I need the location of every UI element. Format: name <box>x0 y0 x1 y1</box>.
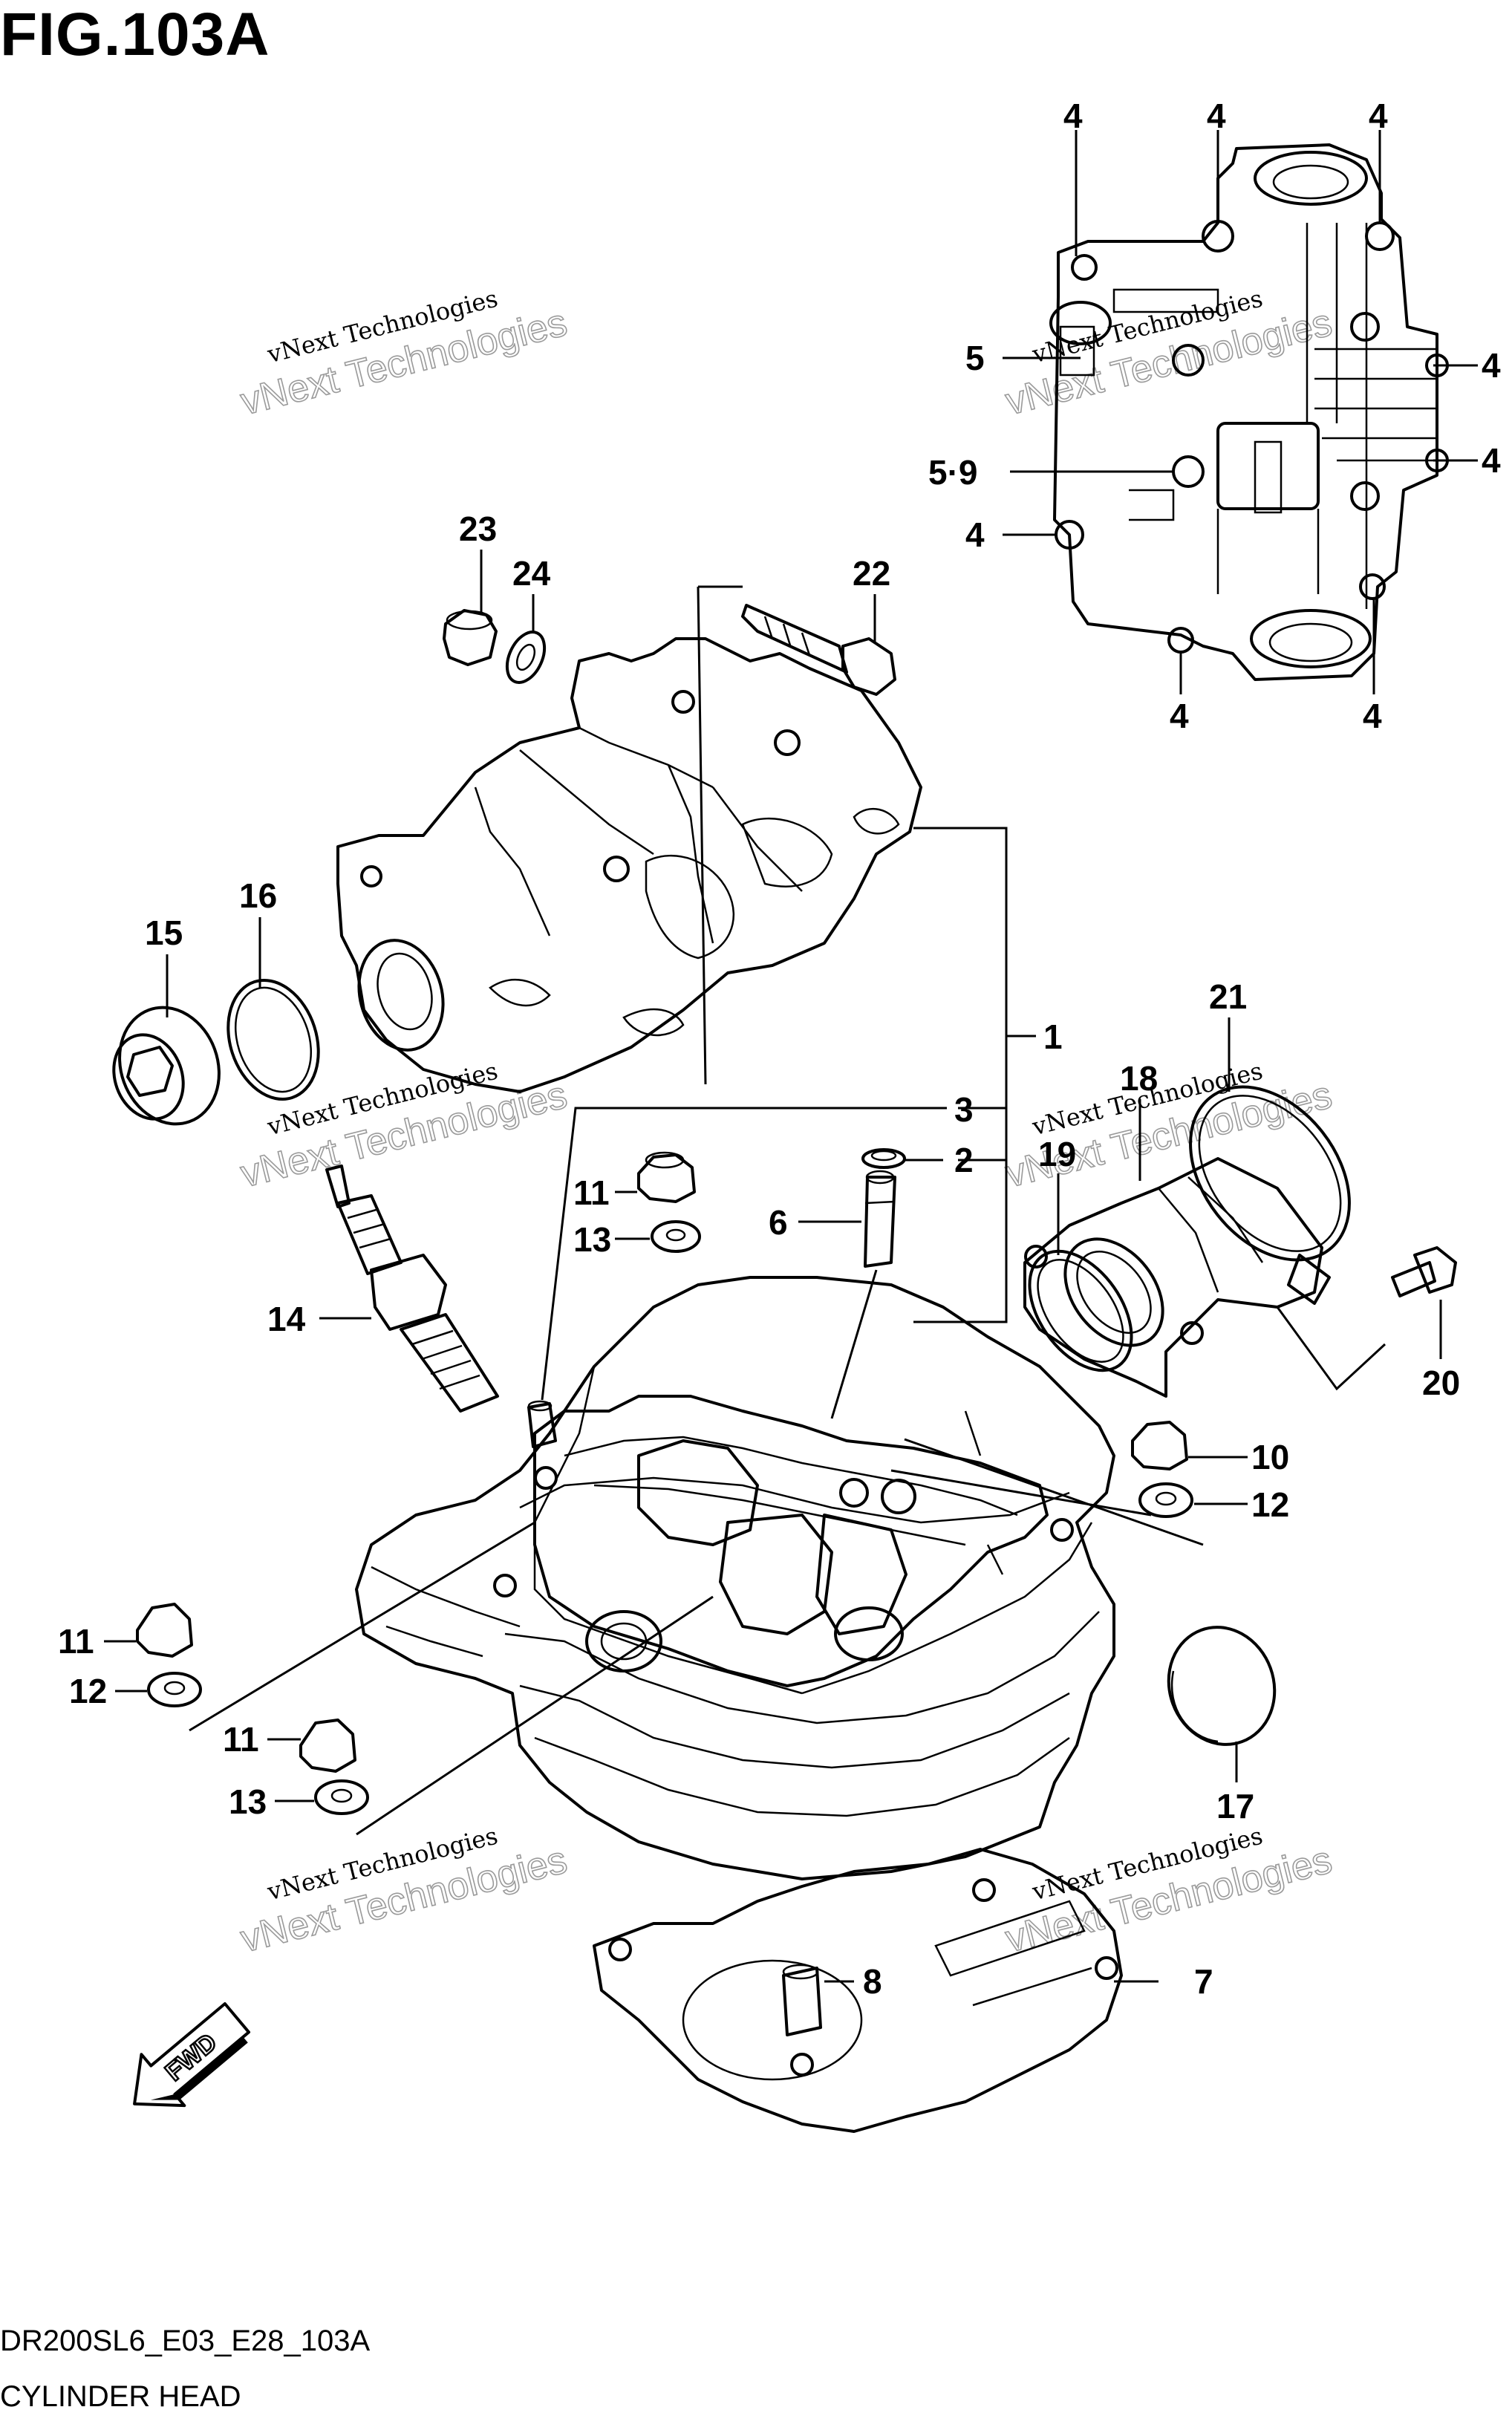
callout-13: 13 <box>573 1220 611 1259</box>
cylinder-head-cover <box>336 637 922 1093</box>
callout-18: 18 <box>1120 1059 1158 1098</box>
watermark-group: vNext Technologies vNext Technologies vN… <box>236 284 1337 1961</box>
callout-22: 22 <box>853 554 890 593</box>
washer-12-right <box>1138 1482 1193 1518</box>
head-cover-top-view <box>1049 143 1449 681</box>
callout-2: 2 <box>954 1141 974 1179</box>
cylinder-head <box>355 1276 1115 1880</box>
valve-guide-6 <box>864 1170 896 1268</box>
dowel-pin-8 <box>782 1964 822 2036</box>
callout-5: 5 <box>965 339 985 377</box>
callout-4: 4 <box>965 515 985 554</box>
callout-4: 4 <box>1363 697 1382 735</box>
callout-11: 11 <box>573 1173 610 1212</box>
leader-lines <box>104 130 1478 1983</box>
callout-4: 4 <box>1207 97 1226 135</box>
callout-4: 4 <box>1369 97 1388 135</box>
dowel-pin <box>527 1400 557 1448</box>
callout-12: 12 <box>69 1672 107 1710</box>
cylinder-head-gasket-7 <box>593 1848 1123 2133</box>
figure-title: FIG.103A <box>0 1 270 68</box>
intake-pipe-18 <box>1023 1157 1323 1398</box>
callout-12: 12 <box>1251 1485 1289 1524</box>
o-ring-16 <box>227 978 320 1101</box>
callout-14: 14 <box>267 1300 306 1338</box>
cap-nut-10 <box>1131 1421 1188 1470</box>
callout-16: 16 <box>239 876 277 915</box>
nut-23 <box>443 609 498 666</box>
washer-13-lower <box>314 1779 369 1815</box>
callout-1: 1 <box>1043 1017 1063 1056</box>
callout-11: 11 <box>223 1720 259 1759</box>
figure-caption: CYLINDER HEAD <box>0 2380 241 2413</box>
bolt-20 <box>1391 1246 1457 1297</box>
callout-labels: 4 4 4 4 4 4 4 4 5 5·9 23 24 22 16 15 1 3… <box>58 97 1501 2001</box>
callout-3: 3 <box>954 1090 974 1129</box>
callout-6: 6 <box>769 1203 788 1242</box>
callout-10: 10 <box>1251 1438 1289 1476</box>
callout-7: 7 <box>1194 1962 1213 2001</box>
o-ring-19 <box>1028 1249 1133 1372</box>
cap-15 <box>112 1006 221 1126</box>
callout-15: 15 <box>145 913 183 952</box>
washer-12-left <box>147 1672 202 1707</box>
valve-seal-2 <box>861 1148 906 1169</box>
callout-23: 23 <box>459 509 497 548</box>
callout-20: 20 <box>1422 1364 1460 1402</box>
forward-direction-arrow: FWD <box>133 2001 251 2108</box>
cap-nut-11-upper <box>637 1151 696 1203</box>
callout-19: 19 <box>1038 1135 1076 1173</box>
bolt-22 <box>741 604 896 696</box>
cap-nut-11-lower <box>299 1719 356 1773</box>
plug-cap-17 <box>1167 1626 1277 1746</box>
spark-plug-14 <box>325 1164 499 1413</box>
callout-24: 24 <box>512 554 551 593</box>
callout-21: 21 <box>1209 977 1247 1016</box>
callout-4: 4 <box>1482 441 1501 480</box>
washer-24 <box>505 631 547 684</box>
callout-11: 11 <box>58 1622 94 1661</box>
fwd-label: FWD <box>160 2028 222 2087</box>
callout-17: 17 <box>1216 1787 1254 1825</box>
callout-8: 8 <box>863 1962 882 2001</box>
figure-code: DR200SL6_E03_E28_103A <box>0 2325 371 2357</box>
callout-13: 13 <box>229 1782 267 1821</box>
callout-4: 4 <box>1482 346 1501 385</box>
callout-4: 4 <box>1063 97 1083 135</box>
callout-5-9: 5·9 <box>928 453 977 492</box>
callout-4: 4 <box>1170 697 1189 735</box>
washer-13-upper <box>651 1220 701 1253</box>
cap-nut-11-left <box>136 1603 193 1658</box>
